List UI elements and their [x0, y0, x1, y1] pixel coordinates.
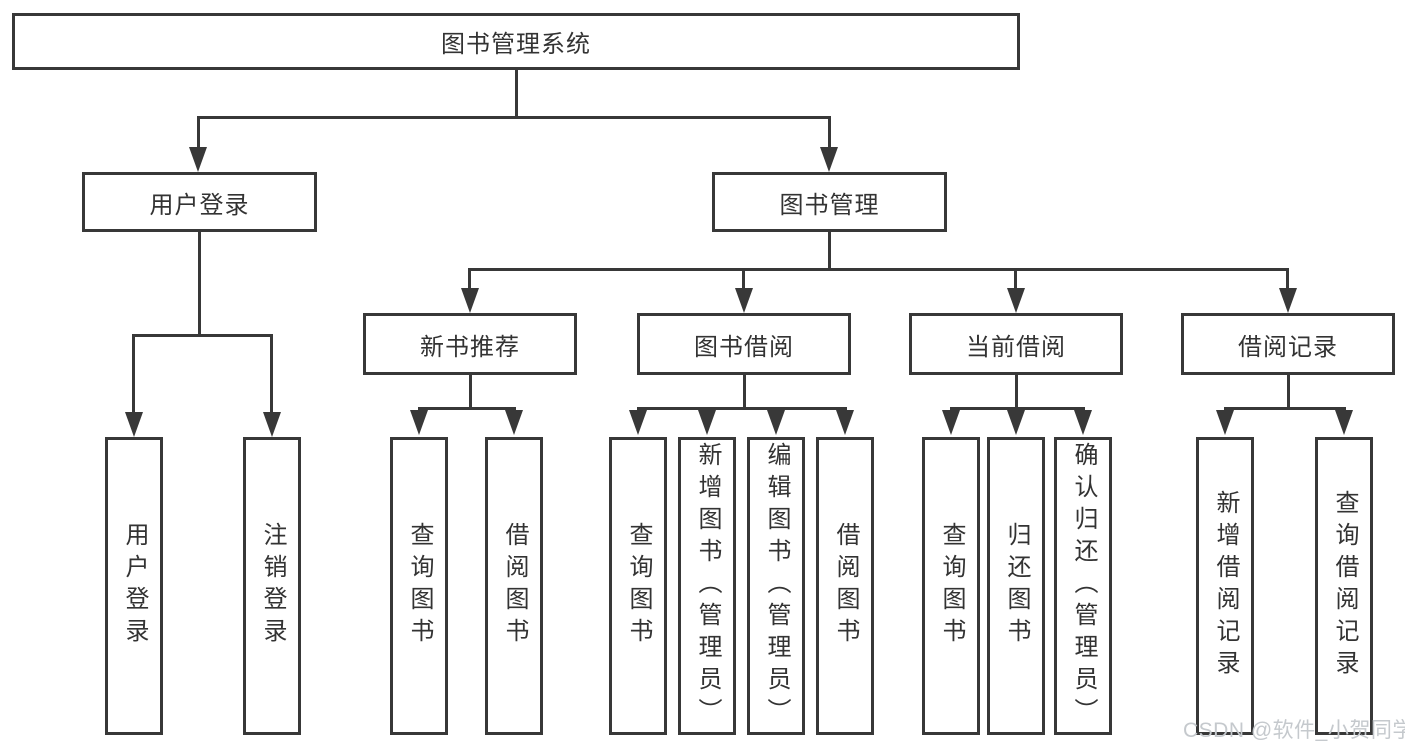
arrow-down-icon [1007, 288, 1025, 313]
arrow-down-icon [767, 410, 785, 435]
leaf-query-books-recommend-label: 查询图书 [406, 522, 433, 650]
arrow-down-icon [189, 147, 207, 172]
connector-book-mgmt-stub [828, 116, 831, 148]
leaf-add-books-admin-label: 新增图书（管理员） [694, 442, 721, 730]
node-new-book-recommend: 新书推荐 [363, 313, 577, 375]
node-new-book-recommend-label: 新书推荐 [420, 333, 520, 361]
leaf-add-books-admin: 新增图书（管理员） [678, 437, 736, 735]
leaf-query-books-recommend: 查询图书 [390, 437, 448, 735]
leaf-confirm-return-admin-label: 确认归还（管理员） [1070, 442, 1097, 730]
arrow-down-icon [505, 410, 523, 435]
node-current-borrowing: 当前借阅 [909, 313, 1123, 375]
leaf-borrow-books-recommend: 借阅图书 [485, 437, 543, 735]
arrow-down-icon [820, 147, 838, 172]
leaf-add-borrow-record: 新增借阅记录 [1196, 437, 1254, 735]
leaf-query-books-borrowing: 查询图书 [609, 437, 667, 735]
arrow-down-icon [1007, 410, 1025, 435]
node-user-login: 用户登录 [82, 172, 317, 232]
leaf-logout: 注销登录 [243, 437, 301, 735]
connector-stem [1015, 375, 1018, 409]
connector-level3-stub [1286, 268, 1289, 292]
leaf-edit-books-admin: 编辑图书（管理员） [747, 437, 805, 735]
connector-user-login-stub [197, 116, 200, 148]
arrow-down-icon [698, 410, 716, 435]
connector-bar [418, 407, 516, 410]
connector-stem [469, 375, 472, 409]
connector-user-login-bar [132, 334, 273, 337]
connector-book-mgmt-stem [828, 232, 831, 270]
leaf-add-borrow-record-label: 新增借阅记录 [1212, 490, 1239, 682]
node-current-borrowing-label: 当前借阅 [966, 333, 1066, 361]
leaf-edit-books-admin-label: 编辑图书（管理员） [763, 442, 790, 730]
arrow-down-icon [263, 412, 281, 437]
arrow-down-icon [942, 410, 960, 435]
leaf-borrow-books-recommend-label: 借阅图书 [501, 522, 528, 650]
leaf-query-books-current: 查询图书 [922, 437, 980, 735]
connector-bar [1224, 407, 1346, 410]
node-library-system: 图书管理系统 [12, 13, 1020, 70]
leaf-borrow-books: 借阅图书 [816, 437, 874, 735]
node-book-borrowing: 图书借阅 [637, 313, 851, 375]
arrow-down-icon [1279, 288, 1297, 313]
arrow-down-icon [1074, 410, 1092, 435]
arrow-down-icon [1335, 410, 1353, 435]
leaf-query-borrow-record-label: 查询借阅记录 [1331, 490, 1358, 682]
leaf-confirm-return-admin: 确认归还（管理员） [1054, 437, 1112, 735]
connector-leaf-stub [132, 334, 135, 412]
arrow-down-icon [410, 410, 428, 435]
leaf-user-login-label: 用户登录 [121, 522, 148, 650]
connector-level3-stub [742, 268, 745, 292]
connector-user-login-stem [198, 232, 201, 336]
leaf-query-borrow-record: 查询借阅记录 [1315, 437, 1373, 735]
leaf-return-books: 归还图书 [987, 437, 1045, 735]
leaf-query-books-current-label: 查询图书 [938, 522, 965, 650]
connector-root-bar [197, 116, 831, 119]
leaf-borrow-books-label: 借阅图书 [832, 522, 859, 650]
connector-leaf-stub [270, 334, 273, 412]
arrow-down-icon [125, 412, 143, 437]
node-user-login-label: 用户登录 [149, 191, 250, 219]
leaf-query-books-borrowing-label: 查询图书 [625, 522, 652, 650]
arrow-down-icon [1216, 410, 1234, 435]
connector-level3-stub [468, 268, 471, 292]
arrow-down-icon [735, 288, 753, 313]
connector-level3-stub [1014, 268, 1017, 292]
arrow-down-icon [836, 410, 854, 435]
connector-bar [637, 407, 847, 410]
connector-root-stem [515, 70, 518, 118]
connector-bar [950, 407, 1085, 410]
node-library-system-label: 图书管理系统 [441, 31, 591, 58]
leaf-return-books-label: 归还图书 [1003, 522, 1030, 650]
node-borrowing-records-label: 借阅记录 [1238, 333, 1338, 361]
node-borrowing-records: 借阅记录 [1181, 313, 1395, 375]
connector-stem [743, 375, 746, 409]
node-book-borrowing-label: 图书借阅 [694, 333, 794, 361]
leaf-user-login: 用户登录 [105, 437, 163, 735]
arrow-down-icon [461, 288, 479, 313]
csdn-watermark: CSDN @软件_小贺同学 [1183, 719, 1405, 742]
node-book-management: 图书管理 [712, 172, 947, 232]
node-book-management-label: 图书管理 [779, 191, 880, 219]
connector-stem [1287, 375, 1290, 409]
connector-book-mgmt-bar [468, 268, 1289, 271]
arrow-down-icon [629, 410, 647, 435]
leaf-logout-label: 注销登录 [259, 522, 286, 650]
